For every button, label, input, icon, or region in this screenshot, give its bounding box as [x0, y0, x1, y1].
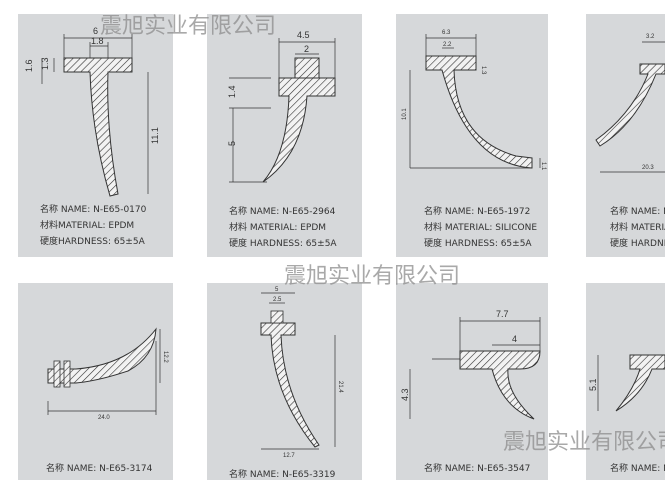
dim-tip: 1.1 [540, 162, 546, 171]
part-name: 名称 NAME: N-E65-3174 [46, 464, 153, 474]
part-name: 名称 NAME: N-E65-3319 [229, 470, 336, 480]
part-hardness: 硬度 HARDNESS [610, 239, 665, 249]
dim-head: 1.4 [227, 85, 237, 98]
dim-width: 5 [275, 287, 279, 293]
profile-card-n-e65-1972: 6.3 2.2 1.3 10.1 1.1 名称 NAME: N-E65-1972… [396, 14, 548, 257]
part-material: 材料 MATERIAL: EPDM [229, 223, 327, 233]
dim-height: 12.2 [162, 351, 168, 363]
dim-lip: 5 [227, 141, 237, 146]
part-name: 名称 NAME: N [610, 207, 665, 217]
dim-neck: 1.8 [91, 36, 104, 46]
dim-flange: 1.3 [40, 57, 50, 70]
profile-card-partial-top: 3.2 20.3 名称 NAME: N 材料 MATERIAL 硬度 HARDN… [586, 14, 665, 257]
part-material: 材料 MATERIAL: SILICONE [424, 223, 538, 233]
dim-neck: 4 [512, 334, 517, 344]
part-material: 材料MATERIAL: EPDM [40, 221, 135, 231]
profile-card-n-e65-2964: 4.5 2 1.4 5 名称 NAME: N-E65-2964 材料 MATER… [207, 14, 362, 257]
dim-width: 6.3 [442, 30, 451, 36]
profile-drawing: 5 2.5 21.4 12.7 [260, 287, 343, 459]
profile-card-n-e65-3547: 7.7 4 4.3 名称 NAME: N-E65-3547 [396, 283, 548, 480]
dim-height: 4.3 [400, 388, 410, 401]
dim-base: 12.7 [283, 453, 295, 459]
profile-drawing: 6.3 2.2 1.3 10.1 1.1 [402, 30, 546, 171]
dim-head: 1.3 [480, 66, 486, 75]
watermark-middle: 震旭实业有限公司 [284, 264, 461, 289]
profile-drawing: 3.2 20.3 [595, 34, 665, 173]
dim-neck: 2.5 [273, 297, 282, 303]
part-name: 名称 NAME: N-E65-0170 [40, 205, 147, 215]
dim-width: 4.5 [297, 30, 310, 40]
dim-width: 6 [93, 26, 98, 36]
dim-length: 20.3 [642, 165, 654, 171]
profile-drawing: 4.5 2 1.4 5 [227, 30, 336, 183]
watermark-top: 震旭实业有限公司 [100, 14, 277, 39]
dim-height: 1.6 [24, 59, 34, 72]
dim-height: 10.1 [402, 108, 408, 120]
profile-drawing: 24.0 12.2 [47, 327, 168, 421]
dim-neck: 2.2 [443, 42, 452, 48]
part-hardness: 硬度 HARDNESS: 65±5A [424, 239, 532, 249]
part-name: 名称 NAME: N [610, 464, 665, 474]
part-hardness: 硬度HARDNESS: 65±5A [40, 237, 145, 247]
part-material: 材料 MATERIAL [610, 223, 665, 233]
watermark-bottom: 震旭实业有限公司 [503, 430, 665, 455]
profile-card-partial-bottom: 5.1 名称 NAME: N [586, 283, 665, 480]
profile-card-n-e65-3174: 24.0 12.2 名称 NAME: N-E65-3174 [18, 283, 173, 480]
dim-height: 5.1 [588, 378, 598, 391]
part-name: 名称 NAME: N-E65-3547 [424, 464, 531, 474]
dim-neck: 2 [304, 44, 309, 54]
profile-drawing: 5.1 [588, 354, 665, 412]
profile-card-n-e65-0170: 6 1.8 1.6 1.3 11.1 名称 NAME: N-E65-0170 材… [18, 14, 173, 257]
dim-height: 21.4 [337, 381, 343, 393]
profile-drawing: 6 1.8 1.6 1.3 11.1 [24, 26, 160, 197]
part-name: 名称 NAME: N-E65-1972 [424, 207, 531, 217]
dim-length: 11.1 [150, 127, 160, 144]
dim-length: 24.0 [98, 415, 110, 421]
dim-width: 7.7 [496, 309, 509, 319]
part-name: 名称 NAME: N-E65-2964 [229, 207, 336, 217]
part-hardness: 硬度 HARDNESS: 65±5A [229, 239, 337, 249]
dim-width: 3.2 [646, 34, 655, 40]
profile-card-n-e65-3319: 5 2.5 21.4 12.7 名称 NAME: N-E65-3319 [207, 283, 362, 480]
profile-drawing: 7.7 4 4.3 [400, 309, 541, 420]
